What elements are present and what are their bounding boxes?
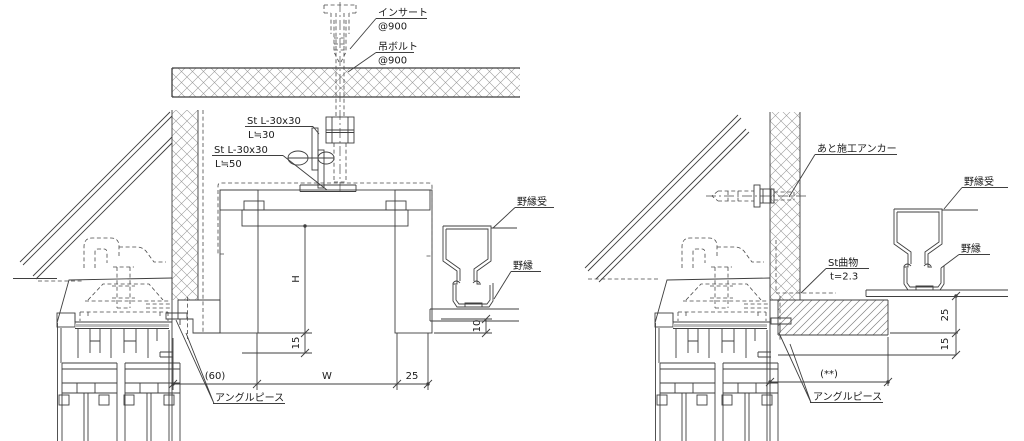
anchor-label: あと施工アンカー	[817, 142, 897, 155]
dim-height-h: H	[291, 275, 302, 283]
dim-15-right: 15	[940, 338, 951, 351]
dim-25-right: 25	[940, 309, 951, 322]
hanging-bolt-pitch: @900	[378, 56, 407, 67]
joist-label-right: 野縁	[961, 242, 981, 255]
ceiling-hanger-right	[893, 208, 945, 291]
wall-section-right	[769, 112, 801, 300]
furring-block-left	[177, 299, 221, 334]
dimensions-right	[765, 291, 961, 387]
bolt-bracket-assembly	[287, 116, 357, 192]
angle-piece-label-right: アングルピース	[813, 390, 882, 403]
angle-piece-label-left: アングルピース	[215, 391, 284, 404]
insert-pitch: @900	[378, 22, 407, 33]
wood-frame	[165, 182, 433, 339]
joist-receiver-label-right: 野縁受	[964, 175, 994, 188]
angle-l50-label: St L-30x30	[214, 145, 268, 156]
dim-15-left: 15	[291, 337, 302, 350]
bent-plate-thickness: t=2.3	[830, 272, 858, 283]
break-lines-right	[584, 114, 750, 283]
joist-receiver-label-left: 野縁受	[517, 195, 547, 208]
break-lines-left	[19, 111, 173, 280]
insert-and-bolt	[323, 2, 357, 195]
dim-offset-60: (60)	[205, 371, 226, 382]
bent-plate-label: St曲物	[828, 256, 858, 269]
ceiling-board-right	[865, 289, 1008, 297]
dim-10-left: 10	[472, 320, 483, 333]
wall-section-left	[171, 110, 204, 332]
dimensions-left	[168, 224, 492, 390]
slab-section	[171, 67, 520, 98]
angle-l30-label: St L-30x30	[247, 116, 301, 127]
wood-furring-right	[770, 296, 956, 356]
angle-piece-part-left	[165, 312, 188, 325]
window-section-right	[653, 236, 780, 441]
hanging-bolt-label: 吊ボルト	[378, 41, 418, 53]
right-detail	[584, 112, 1008, 441]
annotations: インサート @900 吊ボルト @900 St L-30x30 L≒30 St …	[175, 7, 1008, 404]
angle-l50-length: L≒50	[215, 159, 242, 170]
dim-width-w: W	[322, 371, 332, 382]
steel-wrap-plate-dashed	[217, 182, 433, 257]
joist-label-left: 野縁	[513, 259, 533, 272]
dim-25-left: 25	[406, 371, 419, 382]
dim-star: (**)	[820, 369, 838, 380]
bent-plate-dashed	[775, 240, 836, 294]
insert-label: インサート	[378, 7, 428, 19]
ceiling-hanger-left	[442, 225, 494, 308]
left-detail	[13, 2, 520, 441]
ceiling-board-left	[429, 308, 519, 322]
post-installed-anchor	[706, 184, 806, 208]
window-section-left	[55, 236, 182, 441]
angle-l30-length: L≒30	[248, 130, 275, 141]
